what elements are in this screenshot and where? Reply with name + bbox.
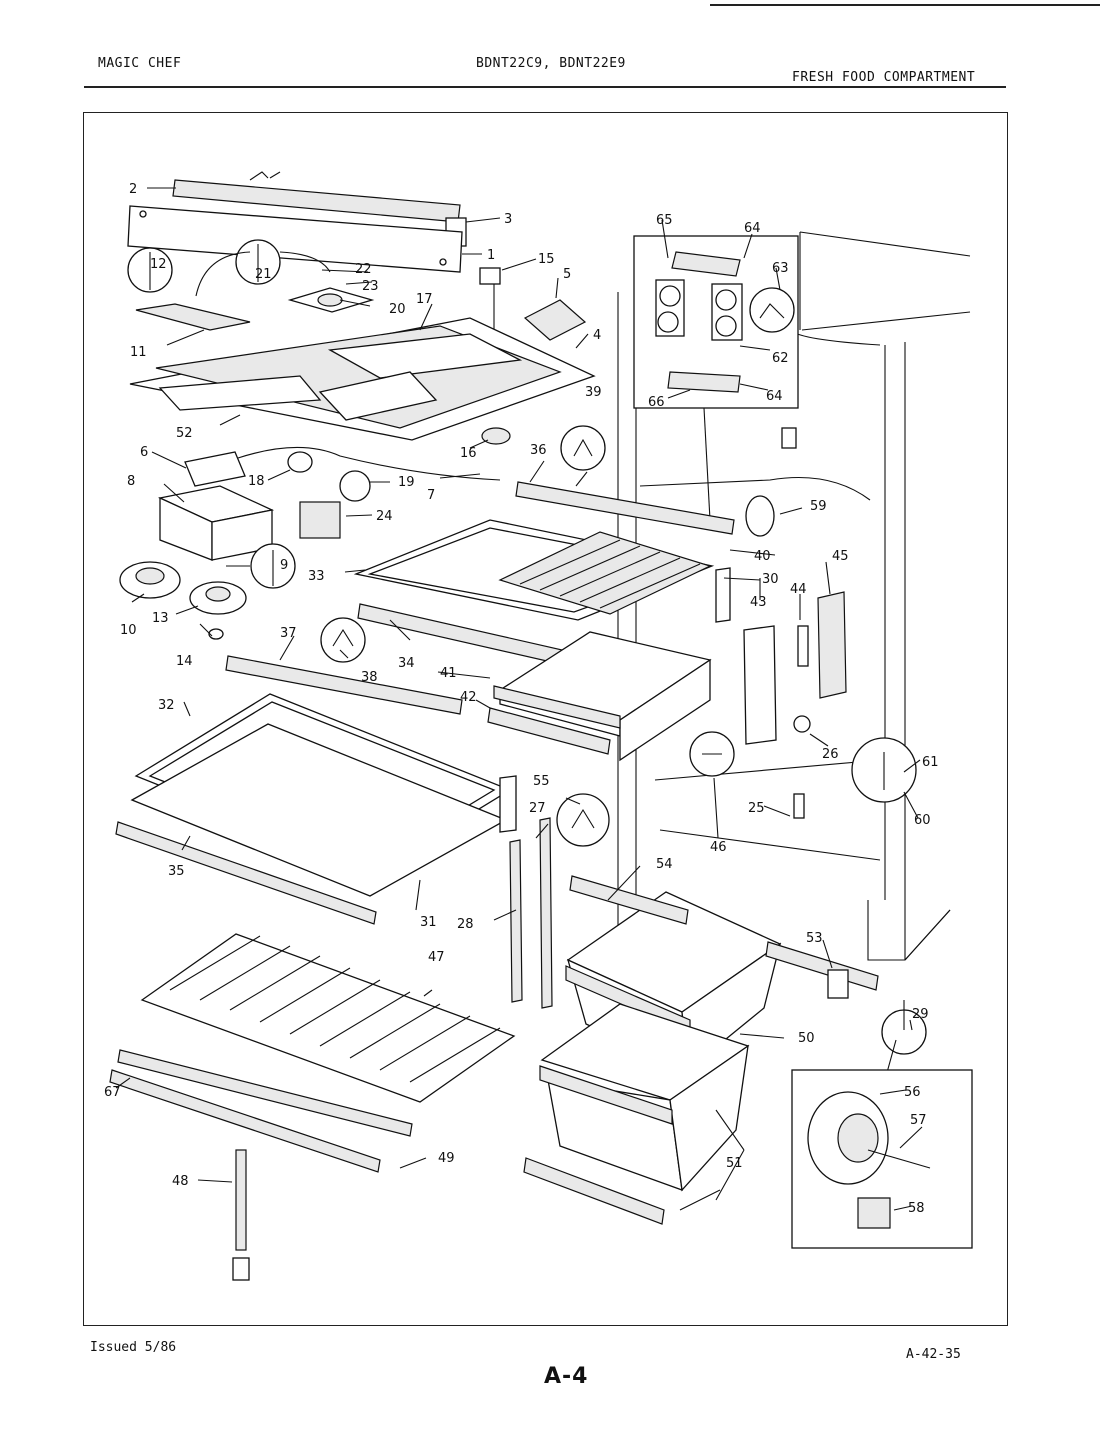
callout-50: 50: [798, 1031, 815, 1046]
callout-55: 55: [533, 774, 550, 789]
callout-11: 11: [130, 345, 147, 360]
right-parts: [689, 495, 973, 1249]
callout-43: 43: [750, 595, 767, 610]
callout-58: 58: [908, 1201, 925, 1216]
callout-23: 23: [362, 279, 379, 294]
diagram-frame: [83, 112, 1008, 1326]
callout-10: 10: [120, 623, 137, 638]
callout-49: 49: [438, 1151, 455, 1166]
callout-21: 21: [255, 267, 272, 282]
callout-14: 14: [176, 654, 193, 669]
callout-4: 4: [593, 328, 601, 343]
callout-5: 5: [563, 267, 571, 282]
callout-45: 45: [832, 549, 849, 564]
callout-29: 29: [912, 1007, 929, 1022]
page-code: A-4: [544, 1364, 589, 1389]
callout-37: 37: [280, 626, 297, 641]
issued-date: Issued 5/86: [90, 1340, 177, 1355]
callout-42: 42: [460, 690, 477, 705]
control-panel-assembly: [119, 171, 596, 640]
shelves: [115, 425, 735, 925]
callout-20: 20: [389, 302, 406, 317]
callout-28: 28: [457, 917, 474, 932]
callout-12: 12: [150, 257, 167, 272]
callout-57: 57: [910, 1113, 927, 1128]
door-inset: [633, 235, 799, 521]
callout-44: 44: [790, 582, 807, 597]
callout-54: 54: [656, 857, 673, 872]
callout-34: 34: [398, 656, 415, 671]
callout-16: 16: [460, 446, 477, 461]
callout-30: 30: [762, 572, 779, 587]
callout-64-bottom: 64: [766, 389, 783, 404]
callout-48: 48: [172, 1174, 189, 1189]
callout-3: 3: [504, 212, 512, 227]
callout-7: 7: [427, 488, 435, 503]
callout-27: 27: [529, 801, 546, 816]
callout-64-top: 64: [744, 221, 761, 236]
header-rule: [84, 86, 1006, 88]
callout-38: 38: [361, 670, 378, 685]
callout-26: 26: [822, 747, 839, 762]
callout-47: 47: [428, 950, 445, 965]
callout-61: 61: [922, 755, 939, 770]
callout-63: 63: [772, 261, 789, 276]
callout-51: 51: [726, 1156, 743, 1171]
callout-2: 2: [129, 182, 137, 197]
callout-53: 53: [806, 931, 823, 946]
callout-19: 19: [398, 475, 415, 490]
callout-numbers: 2 3 1 15 5 22 23 20 17 12 21 4 11 52 6 1…: [104, 182, 939, 1216]
callout-24: 24: [376, 509, 393, 524]
leader-lines: [115, 187, 923, 1211]
brand-label: MAGIC CHEF: [98, 56, 182, 71]
callout-62: 62: [772, 351, 789, 366]
shelf-ladders: [509, 793, 610, 1009]
callout-18: 18: [248, 474, 265, 489]
callout-35: 35: [168, 864, 185, 879]
callout-66: 66: [648, 395, 665, 410]
model-numbers: BDNT22C9, BDNT22E9: [476, 56, 626, 71]
callout-25: 25: [748, 801, 765, 816]
callout-33: 33: [308, 569, 325, 584]
callout-17: 17: [416, 292, 433, 307]
callout-41: 41: [440, 666, 457, 681]
top-corner-rule: [710, 4, 1100, 6]
document-code: A-42-35: [906, 1347, 961, 1362]
callout-40: 40: [754, 549, 771, 564]
callout-52: 52: [176, 426, 193, 441]
section-title: FRESH FOOD COMPARTMENT: [792, 70, 976, 85]
callout-22: 22: [355, 262, 372, 277]
crisper-drawers: [523, 875, 879, 1225]
callout-8: 8: [127, 474, 135, 489]
callout-46: 46: [710, 840, 727, 855]
callout-39: 39: [585, 385, 602, 400]
callout-56: 56: [904, 1085, 921, 1100]
callout-60: 60: [914, 813, 931, 828]
callout-67: 67: [104, 1085, 121, 1100]
callout-13: 13: [152, 611, 169, 626]
callout-15: 15: [538, 252, 555, 267]
callout-9: 9: [280, 558, 288, 573]
callout-36: 36: [530, 443, 547, 458]
callout-32: 32: [158, 698, 175, 713]
lower-shelf: [109, 933, 516, 1281]
callout-6: 6: [140, 445, 148, 460]
callout-1: 1: [487, 248, 495, 263]
callout-65: 65: [656, 213, 673, 228]
callout-59: 59: [810, 499, 827, 514]
callout-31: 31: [420, 915, 437, 930]
